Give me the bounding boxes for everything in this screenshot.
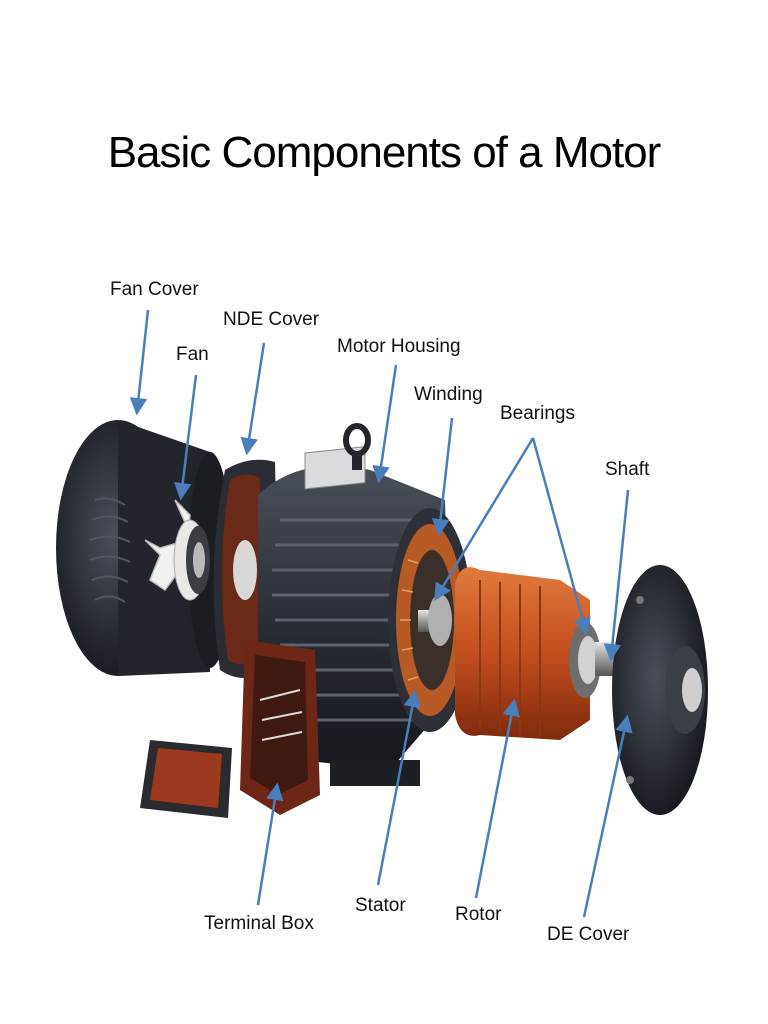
arrow-motor-housing xyxy=(372,364,398,484)
fan-part xyxy=(144,499,210,601)
callout-arrows xyxy=(129,309,633,918)
label-shaft: Shaft xyxy=(605,459,650,480)
arrow-stator xyxy=(376,689,421,886)
arrow-fan xyxy=(174,374,198,501)
arrow-bearings-1 xyxy=(434,437,535,601)
rotor-part xyxy=(418,567,627,740)
arrow-nde-cover xyxy=(240,342,266,456)
slide-title: Basic Components of a Motor xyxy=(107,128,662,177)
label-winding: Winding xyxy=(414,384,483,405)
label-de-cover: DE Cover xyxy=(547,924,630,945)
label-rotor: Rotor xyxy=(455,904,502,925)
arrow-fan-cover xyxy=(129,309,150,416)
label-fan-cover: Fan Cover xyxy=(110,279,199,300)
arrow-shaft xyxy=(603,489,630,662)
arrow-terminal-box xyxy=(256,782,284,906)
label-stator: Stator xyxy=(355,895,406,916)
arrow-bearings-2 xyxy=(531,437,591,636)
arrow-winding xyxy=(431,417,454,537)
arrow-de-cover xyxy=(582,714,633,918)
label-nde-cover: NDE Cover xyxy=(223,309,320,330)
arrow-rotor xyxy=(474,698,520,899)
terminal-box-part xyxy=(140,640,320,818)
label-motor-housing: Motor Housing xyxy=(337,336,461,357)
label-bearings: Bearings xyxy=(500,403,575,424)
de-cover-part xyxy=(612,565,708,815)
label-fan: Fan xyxy=(176,344,209,365)
label-terminal-box: Terminal Box xyxy=(204,913,314,934)
